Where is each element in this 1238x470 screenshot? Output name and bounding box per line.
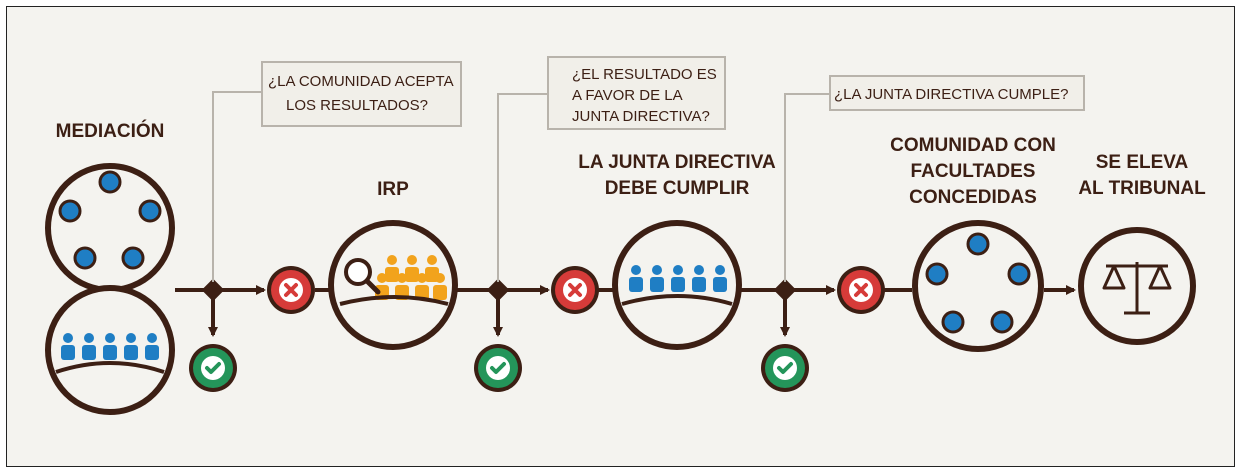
irp-stage: IRP	[328, 179, 458, 350]
people-group-icon	[621, 265, 733, 306]
junta-stage: LA JUNTA DIRECTIVA DEBE CUMPLIR	[578, 152, 776, 350]
comunidad-label-line-2: FACULTADES	[911, 161, 1036, 182]
scales-of-justice-icon	[1102, 262, 1172, 315]
mediacion-label: MEDIACIÓN	[56, 120, 165, 142]
mediation-table-icon	[45, 163, 175, 293]
tribunal-label-line-1: SE ELEVA	[1096, 152, 1189, 173]
x-circle-icon	[551, 266, 599, 314]
x-circle-icon	[837, 266, 885, 314]
decision-node-3	[773, 93, 830, 337]
irp-label: IRP	[377, 179, 409, 200]
check-circle-icon	[474, 344, 522, 392]
check-circle-icon	[761, 344, 809, 392]
question-box-1: ¿LA COMUNIDAD ACEPTA LOS RESULTADOS?	[261, 61, 462, 127]
question-1-line-2: LOS RESULTADOS?	[286, 97, 428, 114]
people-group-icon	[339, 255, 449, 306]
people-group-icon	[45, 285, 175, 415]
junta-label-line-1: LA JUNTA DIRECTIVA	[578, 152, 776, 173]
mediacion-stage: MEDIACIÓN	[45, 120, 175, 415]
comunidad-label-line-1: COMUNIDAD CON	[890, 135, 1056, 156]
question-box-2: ¿EL RESULTADO ES A FAVOR DE LA JUNTA DIR…	[547, 56, 726, 130]
question-2-line-1: ¿EL RESULTADO ES	[572, 66, 717, 83]
question-3-line-1: ¿LA JUNTA DIRECTIVA CUMPLE?	[834, 86, 1069, 103]
tribunal-stage: SE ELEVA AL TRIBUNAL	[1078, 152, 1206, 345]
tribunal-label-line-2: AL TRIBUNAL	[1078, 178, 1206, 199]
check-circle-icon	[189, 344, 237, 392]
junta-label-line-2: DEBE CUMPLIR	[605, 178, 750, 199]
decision-node-2	[486, 93, 548, 337]
magnifying-glass-icon	[344, 258, 381, 295]
decision-node-1	[201, 91, 262, 337]
community-circle-icon	[912, 220, 1044, 352]
question-1-line-1: ¿LA COMUNIDAD ACEPTA	[268, 73, 454, 90]
question-2-line-2: A FAVOR DE LA	[572, 87, 683, 104]
x-circle-icon	[267, 266, 315, 314]
question-box-3: ¿LA JUNTA DIRECTIVA CUMPLE?	[829, 75, 1085, 111]
comunidad-stage: COMUNIDAD CON FACULTADES CONCEDIDAS	[890, 135, 1056, 352]
comunidad-label-line-3: CONCEDIDAS	[909, 187, 1037, 208]
question-2-line-3: JUNTA DIRECTIVA?	[572, 108, 710, 125]
